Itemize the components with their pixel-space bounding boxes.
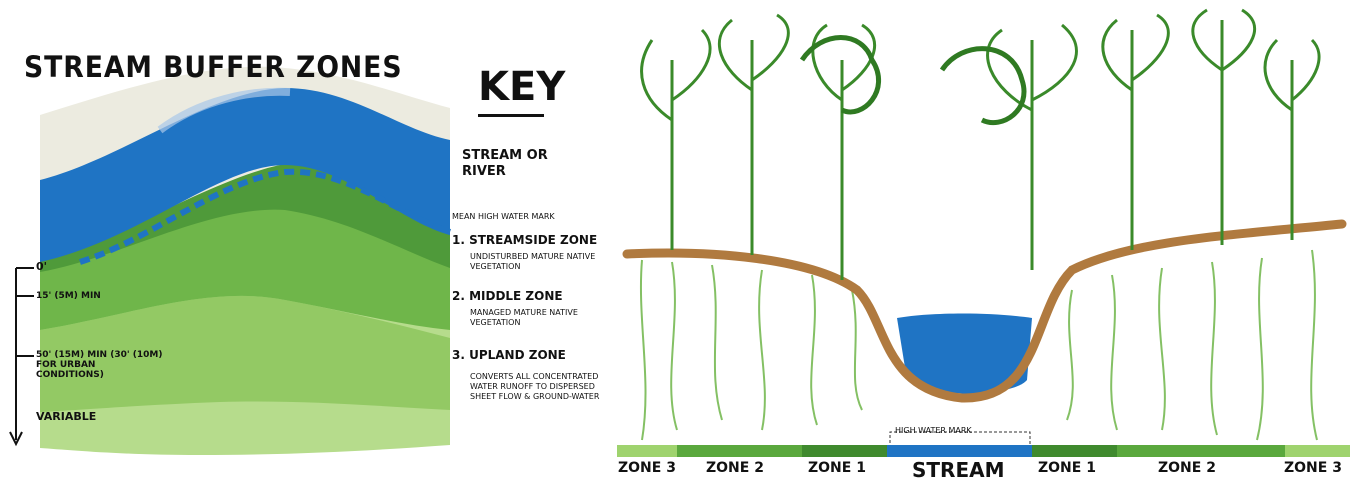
zone-bar-stream xyxy=(887,445,1032,457)
measure-variable: VARIABLE xyxy=(36,412,96,422)
high-water-mark-label: HIGH WATER MARK xyxy=(895,426,972,435)
zone-label-1: ZONE 3 xyxy=(618,460,676,476)
zone-label-stream: STREAM xyxy=(912,458,1005,482)
zone-bar-z2-left xyxy=(677,445,802,457)
cross-section-diagram xyxy=(612,0,1355,487)
zone-bar-z1-left xyxy=(802,445,887,457)
key-stream-river: STREAM OR RIVER xyxy=(462,148,557,180)
page-title: STREAM BUFFER ZONES xyxy=(24,50,402,84)
zone-bar-z3-left xyxy=(617,445,677,457)
plan-view-panel: STREAM BUFFER ZONES 0' 15' (5m) MIN 50' … xyxy=(0,0,610,487)
zone-bar-z1-right xyxy=(1032,445,1117,457)
zone-bar-z3-right xyxy=(1285,445,1350,457)
foliage-dark xyxy=(802,38,1024,123)
key-zone2-desc: MANAGED MATURE NATIVE VEGETATION xyxy=(470,308,600,328)
measure-50: 50' (15m) MIN (30' (10m) FOR URBAN CONDI… xyxy=(36,350,166,380)
measure-15: 15' (5m) MIN xyxy=(36,291,101,301)
measure-0: 0' xyxy=(36,262,47,272)
zone-label-3: ZONE 1 xyxy=(808,460,866,476)
zone-label-5: ZONE 1 xyxy=(1038,460,1096,476)
key-title: KEY xyxy=(478,64,565,110)
key-zone1-desc: UNDISTURBED MATURE NATIVE VEGETATION xyxy=(470,252,600,272)
key-zone2-heading: 2. MIDDLE ZONE xyxy=(452,289,563,303)
zone-label-6: ZONE 2 xyxy=(1158,460,1216,476)
zone-bar-z2-right xyxy=(1117,445,1285,457)
key-zone3-heading: 3. UPLAND ZONE xyxy=(452,348,566,362)
zone-label-2: ZONE 2 xyxy=(706,460,764,476)
key-zone1-heading: 1. STREAMSIDE ZONE xyxy=(452,233,597,247)
key-underline xyxy=(478,114,544,117)
zone-label-7: ZONE 3 xyxy=(1284,460,1342,476)
key-zone3-desc: CONVERTS ALL CONCENTRATED WATER RUNOFF T… xyxy=(470,372,600,402)
cross-section-panel xyxy=(612,0,1355,487)
key-mean-high-water: MEAN HIGH WATER MARK xyxy=(452,212,555,222)
